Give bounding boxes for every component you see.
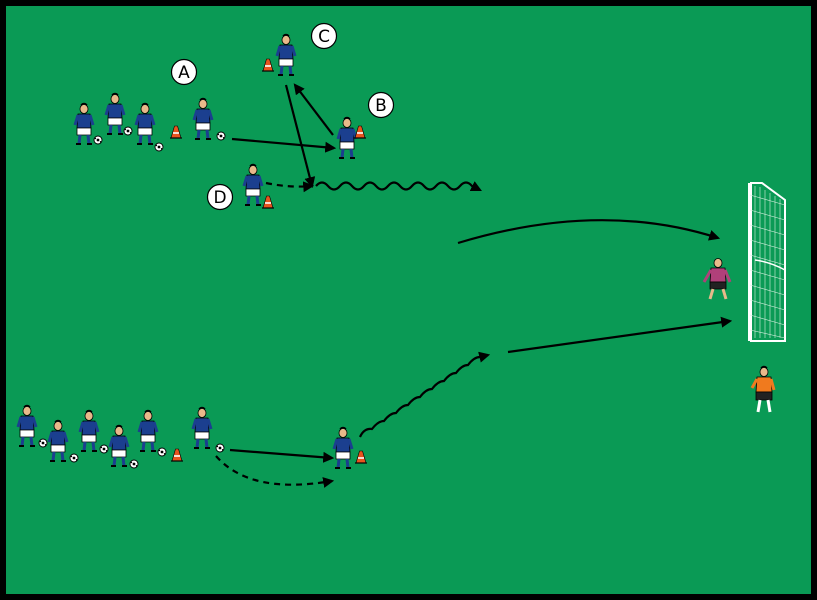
- ball-icon: [216, 131, 226, 141]
- ball-icon: [123, 126, 133, 136]
- pass-arrow-c-d: [284, 84, 316, 189]
- shot-arrow-lower: [507, 316, 733, 354]
- label-c-text: C: [318, 27, 330, 47]
- movement-arrows: [215, 83, 733, 488]
- goal-icon: [748, 182, 786, 342]
- label-a-text: A: [178, 63, 190, 83]
- run-arrow-d: [265, 181, 315, 193]
- pass-arrow-a-b: [231, 137, 337, 153]
- ball-icon: [93, 135, 103, 145]
- label-d-text: D: [213, 188, 226, 208]
- pass-arrow-lower: [229, 448, 335, 463]
- goalkeeper-icon: [702, 258, 732, 300]
- dribble-arrow-lower: [358, 351, 491, 438]
- run-arrow-lower: [215, 455, 335, 488]
- pass-arrow-b-c: [293, 83, 334, 136]
- label-a: A: [170, 58, 198, 86]
- ball-icon: [99, 444, 109, 454]
- label-b-text: B: [375, 96, 387, 116]
- ball-icon: [129, 459, 139, 469]
- ball-icon: [38, 438, 48, 448]
- ball-icon: [69, 453, 79, 463]
- label-d: D: [206, 183, 234, 211]
- ball-icon: [154, 142, 164, 152]
- label-c: C: [310, 22, 338, 50]
- ball-icon: [215, 443, 225, 453]
- shot-arrow-upper: [457, 219, 721, 245]
- label-b: B: [367, 91, 395, 119]
- defender-icon: [750, 365, 776, 413]
- dribble-arrow-upper: [315, 181, 482, 191]
- ball-icon: [157, 447, 167, 457]
